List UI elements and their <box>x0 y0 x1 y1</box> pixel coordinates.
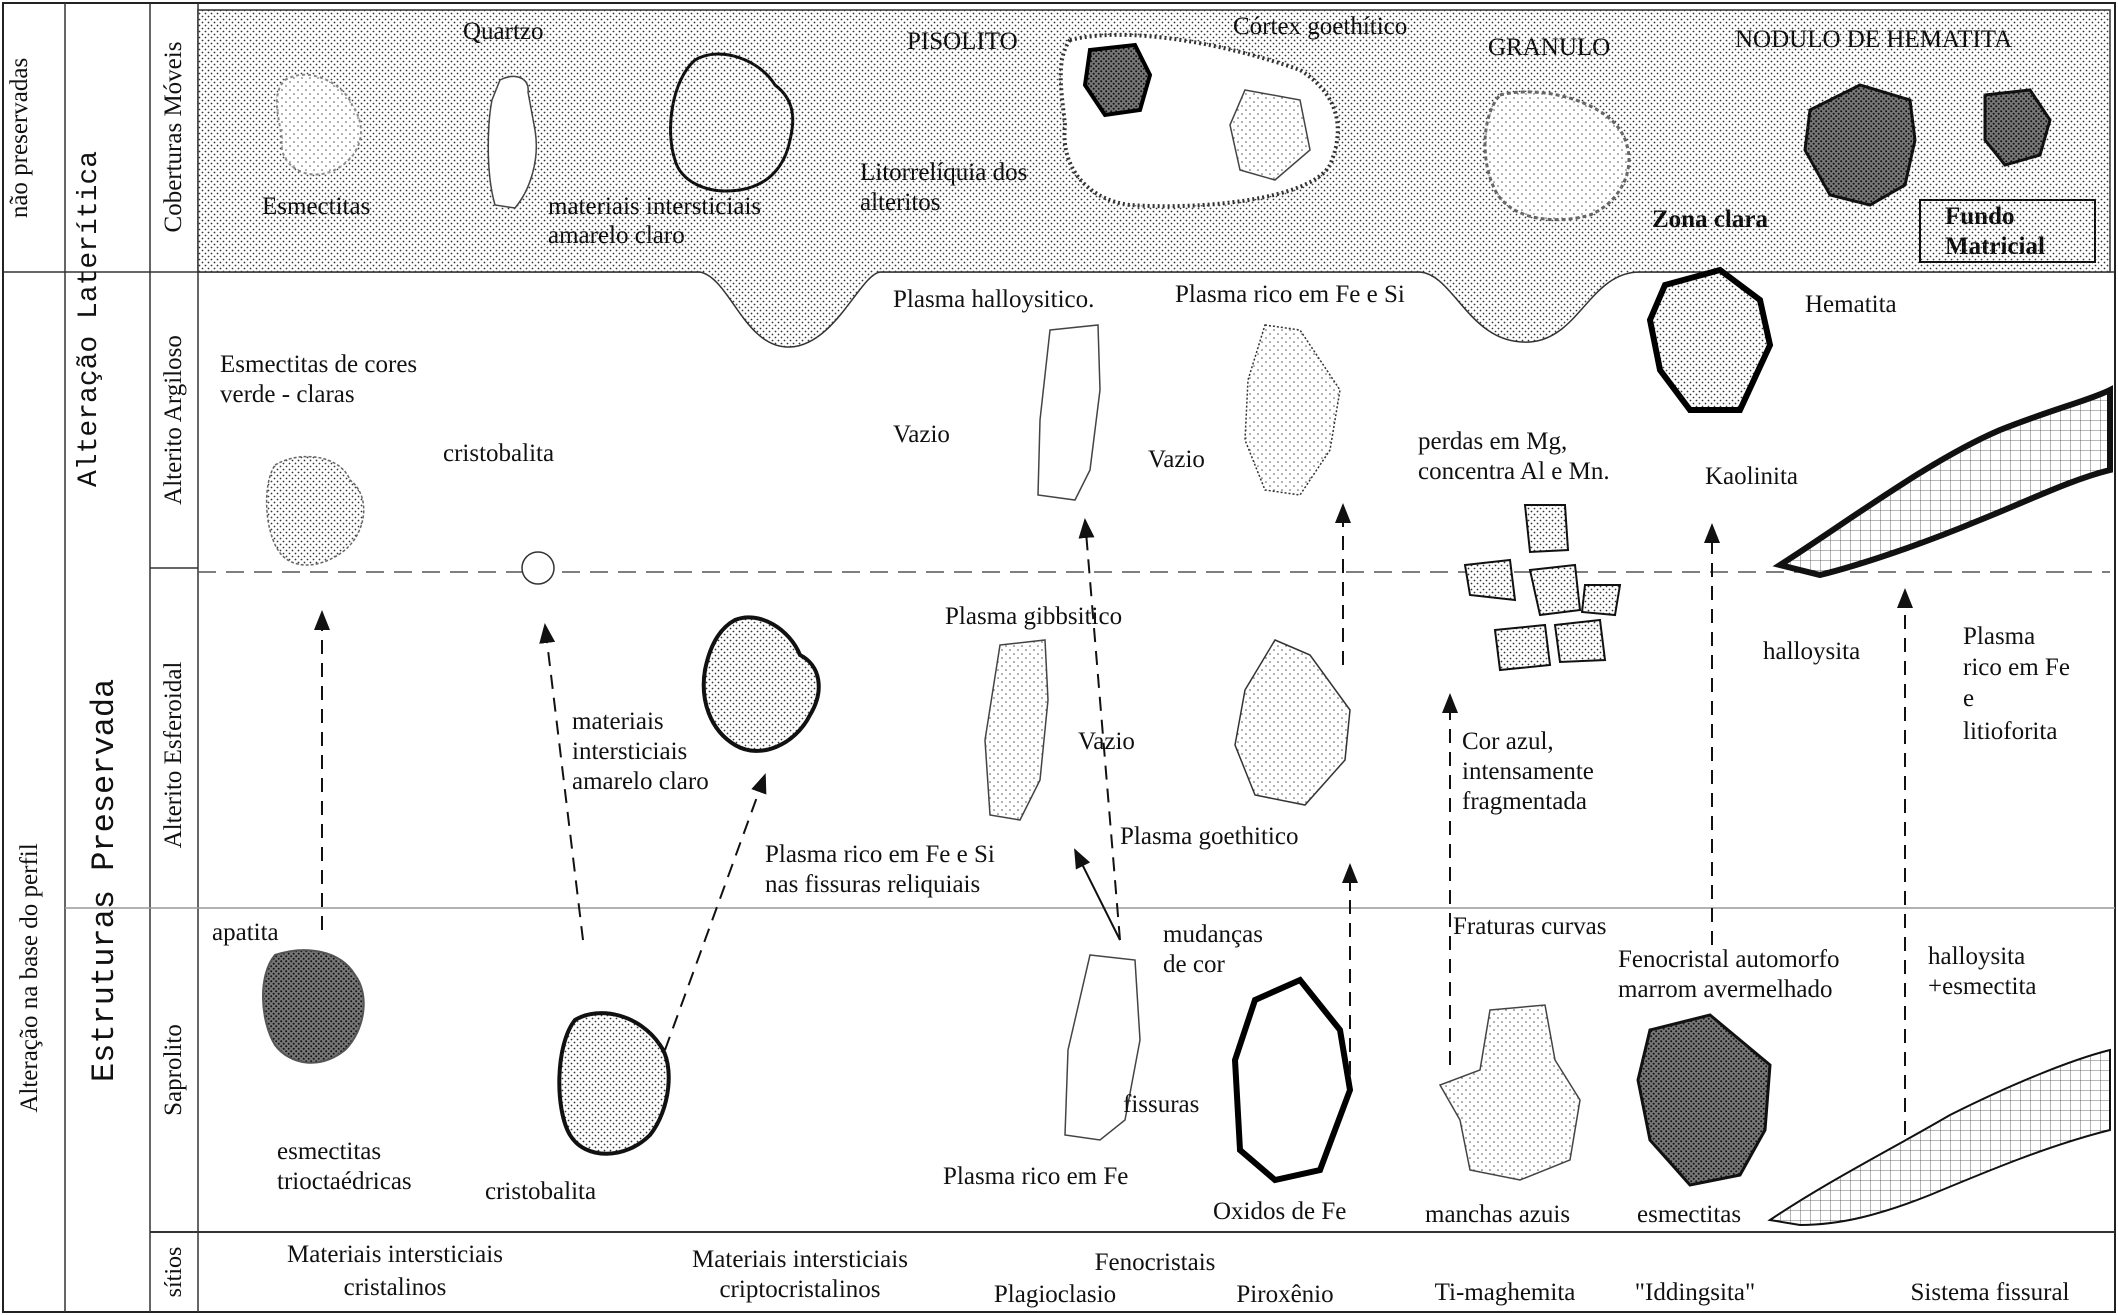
label-esmectitas-sap-2: trioctaédricas <box>277 1167 412 1197</box>
site-fenocristais: Fenocristais <box>1055 1248 1255 1278</box>
label-materiais-esf-2: intersticiais <box>572 737 687 767</box>
label-fundo: Fundo <box>1945 202 2014 232</box>
ti-maghemita-shape <box>1440 1005 1580 1180</box>
plasma-halloysitico-shape <box>1038 325 1100 500</box>
label-plasma-rico-4: litioforita <box>1963 717 2057 747</box>
site-ti-maghemita: Ti-maghemita <box>1410 1278 1600 1308</box>
label-matricial: Matricial <box>1945 232 2045 262</box>
plasma-fe-si-shape <box>1245 325 1340 495</box>
label-nodulo-hematita: NODULO DE HEMATITA <box>1735 25 2012 55</box>
label-cor-azul: Cor azul, <box>1462 727 1554 757</box>
zone-coberturas-moveis: Coberturas Móveis <box>159 17 189 257</box>
site-cristalinos-1: Materiais intersticiais <box>260 1240 530 1270</box>
label-amarelo-claro: amarelo claro <box>548 221 685 251</box>
site-cristalinos-2: cristalinos <box>260 1273 530 1303</box>
site-cripto-2: criptocristalinos <box>665 1275 935 1305</box>
label-esmectitas: Esmectitas <box>262 192 370 222</box>
axis-estruturas-preservada: Estruturas Preservada <box>85 682 125 1082</box>
axis-nao-preservadas: não preservadas <box>4 28 36 248</box>
label-nas-fissuras: nas fissuras reliquiais <box>765 870 980 900</box>
label-materiais-intersticiais: materiais intersticiais <box>548 192 761 222</box>
apatita-shape <box>263 950 364 1063</box>
label-mudancas: mudanças <box>1163 920 1263 950</box>
label-fenocristal: Fenocristal automorfo <box>1618 945 1839 975</box>
label-fissuras: fissuras <box>1123 1090 1199 1120</box>
zone-alterito-esferoidal: Alterito Esferoidal <box>159 640 189 870</box>
label-kaolinita: Kaolinita <box>1705 462 1798 492</box>
zone-alterito-argiloso: Alterito Argiloso <box>159 320 189 520</box>
label-halloysita: halloysita <box>1763 637 1860 667</box>
perdas-fragments <box>1465 505 1620 670</box>
label-materiais-esf-3: amarelo claro <box>572 767 709 797</box>
fissural-lower-band <box>1770 1050 2110 1225</box>
label-cristobalita-argiloso: cristobalita <box>443 439 554 469</box>
label-pisolito: PISOLITO <box>907 27 1018 57</box>
site-cripto-1: Materiais intersticiais <box>665 1245 935 1275</box>
label-vazio-esf: Vazio <box>1078 727 1135 757</box>
label-concentra-al-mn: concentra Al e Mn. <box>1418 457 1610 487</box>
iddingsita-shape <box>1638 1015 1770 1185</box>
label-esmectitas-sap-1: esmectitas <box>277 1137 381 1167</box>
plasma-goethitico-shape <box>1235 640 1350 805</box>
label-mais-esmectita: +esmectita <box>1928 972 2037 1002</box>
piroxenio-shape <box>1235 980 1350 1180</box>
label-verde-claras: verde - claras <box>220 380 355 410</box>
label-plasma-rico-fe: Plasma rico em Fe <box>943 1162 1128 1192</box>
axis-alteracao-lateritica: Alteração Laterítica <box>70 167 110 487</box>
label-plasma-fe-si-argiloso: Plasma rico em Fe e Si <box>1175 280 1405 310</box>
zone-saprolito: Saprolito <box>159 1000 189 1140</box>
label-plasma-rico-1: Plasma <box>1963 622 2035 652</box>
hematita-shape <box>1650 270 1770 410</box>
esmectitas-cores-shape <box>267 457 364 565</box>
plasma-gibbsitico-shape <box>985 640 1048 820</box>
label-oxidos-fe: Oxidos de Fe <box>1213 1197 1346 1227</box>
label-vazio-2: Vazio <box>1148 445 1205 475</box>
zone-sitios: sítios <box>159 1237 189 1307</box>
label-fragmentada: fragmentada <box>1462 787 1587 817</box>
arrow-cristobalita-materiais <box>665 775 765 1050</box>
label-manchas-azuis: manchas azuis <box>1425 1200 1570 1230</box>
site-sistema-fissural: Sistema fissural <box>1880 1278 2100 1308</box>
label-esmectitas-iddingsita: esmectitas <box>1637 1200 1741 1230</box>
label-plasma-gibbsitico: Plasma gibbsitico <box>945 602 1122 632</box>
label-alteritos: alteritos <box>860 188 941 218</box>
label-zona-clara: Zona clara <box>1652 205 1768 235</box>
label-plasma-halloysitico: Plasma halloysitico. <box>893 285 1094 315</box>
label-esmectitas-cores: Esmectitas de cores <box>220 350 417 380</box>
label-plasma-rico-3: e <box>1963 684 1974 714</box>
label-perdas-mg: perdas em Mg, <box>1418 427 1567 457</box>
label-materiais-esf-1: materiais <box>572 707 664 737</box>
label-de-cor: de cor <box>1163 950 1225 980</box>
label-plasma-fe-si-fissuras: Plasma rico em Fe e Si <box>765 840 995 870</box>
cristobalita-crystal <box>522 552 554 584</box>
label-plasma-goethitico: Plasma goethitico <box>1120 822 1298 852</box>
site-piroxenio: Piroxênio <box>1200 1280 1370 1310</box>
label-vazio-1: Vazio <box>893 420 950 450</box>
label-fraturas-curvas: Fraturas curvas <box>1453 912 1606 942</box>
materiais-esferoidal-shape <box>704 617 819 751</box>
label-hematita: Hematita <box>1805 290 1897 320</box>
site-plagioclasio: Plagioclasio <box>960 1280 1150 1310</box>
label-halloysita-sap: halloysita <box>1928 942 2025 972</box>
axis-alteracao-base: Alteração na base do perfil <box>14 818 46 1138</box>
label-plasma-rico-2: rico em Fe <box>1963 653 2070 683</box>
cristobalita-saprolito-shape <box>559 1013 668 1154</box>
label-marrom: marrom avermelhado <box>1618 975 1833 1005</box>
label-quartzo: Quartzo <box>463 17 544 47</box>
label-cortex-goethitico: Córtex goethítico <box>1233 12 1407 42</box>
label-litorreliquia: Litorrelíquia dos <box>860 158 1027 188</box>
label-granulo: GRANULO <box>1488 33 1610 63</box>
site-iddingsita: "Iddingsita" <box>1620 1278 1770 1308</box>
label-cristobalita-saprolito: cristobalita <box>485 1177 596 1207</box>
fissural-upper-band <box>1780 390 2110 575</box>
label-intensamente: intensamente <box>1462 757 1594 787</box>
label-apatita: apatita <box>212 918 279 948</box>
